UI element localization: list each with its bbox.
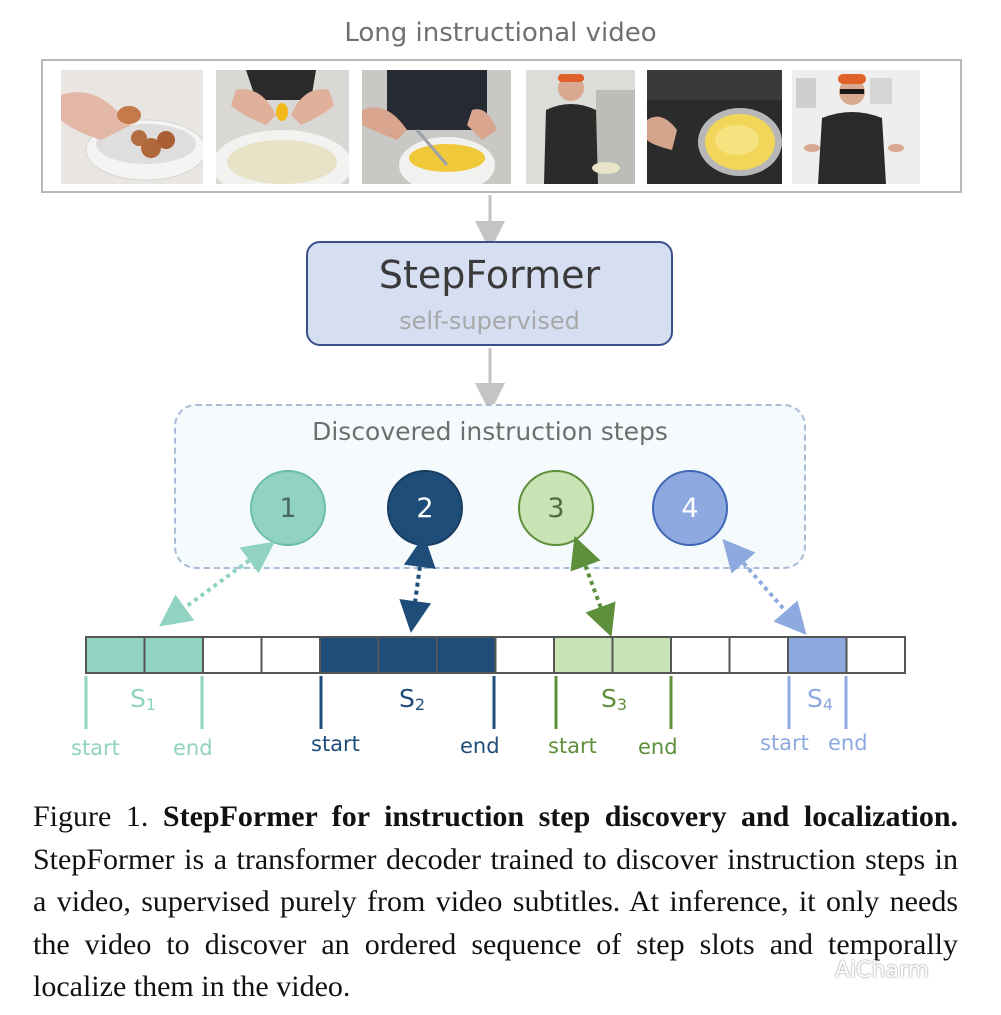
timeline-cells <box>85 636 906 674</box>
link-arrow-3 <box>570 535 616 638</box>
segment-4-end-label: end <box>828 731 868 755</box>
link-arrow-4 <box>722 538 807 636</box>
segment-3-end-label: end <box>638 735 678 759</box>
segment-2-label: S2 <box>399 684 425 714</box>
caption-label: Figure 1. <box>33 800 149 833</box>
segment-3-label: S3 <box>601 684 627 714</box>
timeline-cell <box>143 636 204 674</box>
segment-1-start-label: start <box>71 736 120 760</box>
model-subtitle: self-supervised <box>399 307 580 335</box>
timeline-cell <box>494 636 555 674</box>
caption-title: StepFormer for instruction step discover… <box>162 800 959 833</box>
segment-4-label: S4 <box>807 684 833 714</box>
timeline-cell <box>202 636 263 674</box>
timeline-cell <box>670 636 731 674</box>
timeline-cell <box>436 636 497 674</box>
timeline-cell <box>377 636 438 674</box>
frame-omelette <box>647 70 782 184</box>
timeline-cell <box>260 636 321 674</box>
steps-title: Discovered instruction steps <box>312 417 668 446</box>
segment-4-start-label: start <box>760 731 809 755</box>
segment-1-label: S1 <box>130 684 156 714</box>
frame-separating-yolk <box>216 70 349 184</box>
step-node-4: 4 <box>652 470 728 546</box>
link-arrow-1 <box>159 541 275 627</box>
frame-man-at-stove <box>526 70 635 184</box>
video-title: Long instructional video <box>344 18 657 48</box>
timeline-cell <box>728 636 789 674</box>
model-box: StepFormer self-supervised <box>306 241 673 346</box>
step-node-1: 1 <box>250 470 326 546</box>
frame-whisking <box>362 70 511 184</box>
timeline-cell <box>787 636 848 674</box>
frame-man-speaking <box>792 70 920 184</box>
watermark: AiCharm <box>835 958 930 983</box>
step-node-3: 3 <box>518 470 594 546</box>
segment-2-start-label: start <box>311 732 360 756</box>
model-name: StepFormer <box>378 253 601 297</box>
timeline-cell <box>611 636 672 674</box>
link-arrow-2 <box>399 535 436 633</box>
figure-caption: Figure 1. StepFormer for instruction ste… <box>33 796 958 1009</box>
segment-1-end-label: end <box>173 736 213 760</box>
segment-3-start-label: start <box>548 734 597 758</box>
segment-2-end-label: end <box>460 734 500 758</box>
timeline-cell <box>85 636 146 674</box>
timeline-cell <box>553 636 614 674</box>
video-frame-border <box>41 59 962 193</box>
frame-cracking-eggs <box>61 70 203 184</box>
caption-body: StepFormer is a transformer decoder trai… <box>33 842 958 1004</box>
timeline-cell <box>845 636 906 674</box>
timeline-cell <box>319 636 380 674</box>
